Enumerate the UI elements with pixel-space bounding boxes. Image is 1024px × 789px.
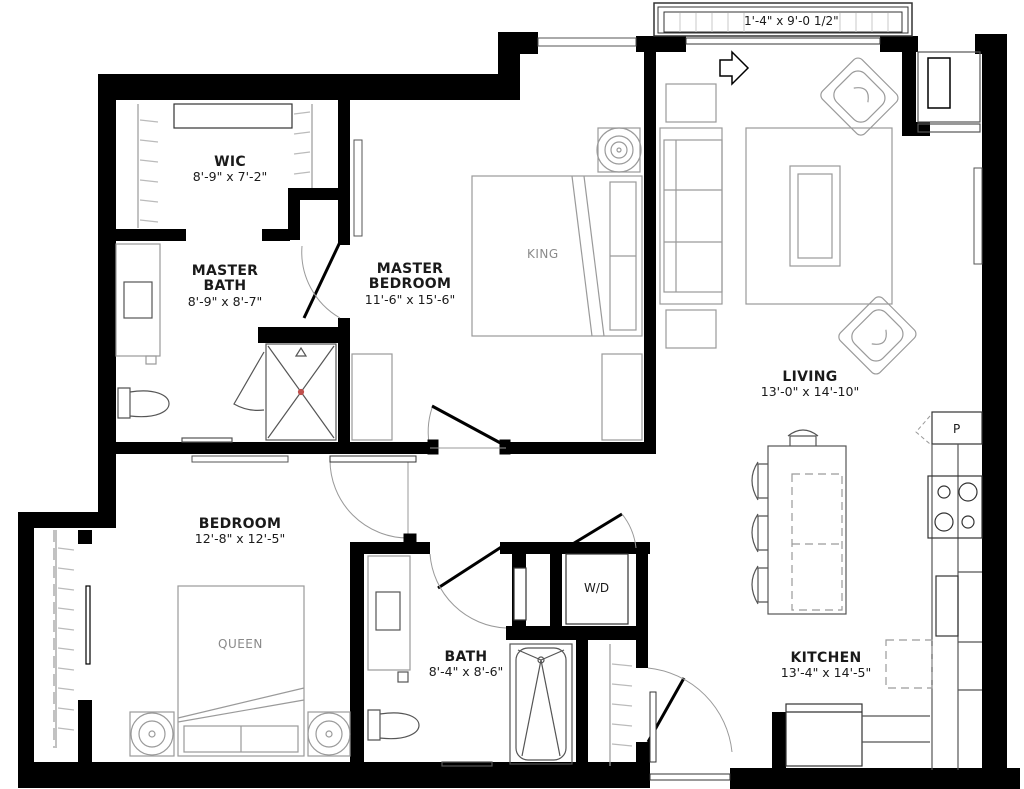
room-dims: 8'-9" x 8'-7" [187, 293, 263, 309]
bathtub-icon [515, 647, 567, 761]
wall-closet-jamb-top [78, 530, 92, 544]
room-name: MASTER [191, 263, 259, 279]
wall-shower-top [258, 327, 350, 343]
balcony [653, 2, 913, 45]
room-dims: 13'-4" x 14'-5" [780, 665, 872, 681]
furniture [53, 51, 983, 770]
wall-left-lower [18, 512, 34, 786]
pantry-label: P [953, 422, 961, 436]
wall-right [982, 34, 1007, 789]
washer-dryer [565, 553, 629, 625]
wall-top-mid [636, 36, 686, 52]
washer-dryer-label: W/D [584, 581, 610, 595]
room-label-master-bedroom: MASTER BEDROOM 11'-6" x 15'-6" [360, 261, 460, 307]
balcony-dims: 1'-4" x 9'-0 1/2" [744, 14, 839, 28]
room-dims: 13'-0" x 14'-10" [760, 384, 860, 400]
walls [18, 32, 1020, 789]
wall-left-upper [98, 74, 116, 516]
windows [191, 37, 983, 463]
fridge [785, 703, 863, 767]
wall-tub-right [576, 640, 588, 768]
wall-closet-living-left [902, 36, 916, 134]
room-name: MASTER [376, 261, 444, 277]
room-name: KITCHEN [790, 650, 862, 666]
vanity [115, 243, 161, 357]
rug [745, 127, 893, 305]
room-label-kitchen: KITCHEN 13'-4" x 14'-5" [766, 650, 886, 681]
pantry [931, 411, 983, 445]
wall-master-bottom [508, 442, 656, 454]
wall-laundry-left [550, 554, 562, 626]
wall-closet-left [288, 188, 300, 240]
shower-icon [265, 343, 337, 441]
wall-master-living [644, 36, 656, 454]
room-dims: 12'-8" x 12'-5" [194, 531, 286, 547]
wall-shower-right [338, 318, 350, 444]
room-name: BEDROOM [368, 276, 452, 293]
room-name: LIVING [782, 369, 838, 385]
room-name: BATH [203, 278, 247, 295]
sink-icon [375, 591, 401, 631]
wall-top-step-cap [498, 32, 538, 54]
sink-icon [123, 281, 153, 319]
room-dims: 11'-6" x 15'-6" [364, 291, 456, 307]
room-dims: 8'-9" x 7'-2" [192, 169, 268, 185]
wall-closet-jamb-bottom [78, 700, 92, 768]
room-label-master-bath: MASTER BATH 8'-9" x 8'-7" [170, 263, 280, 309]
range-cooktop-icon [927, 475, 983, 539]
room-dims: 8'-4" x 8'-6" [428, 664, 504, 680]
door-swing-icon [437, 542, 507, 590]
wall-kitchen-stub [772, 712, 786, 772]
wall-bath-top [350, 542, 430, 554]
door-swing-icon [565, 512, 623, 550]
wall-bottom-right [730, 768, 1020, 789]
nightstand-lamp-icon [307, 712, 351, 756]
wall-bedroom-top [18, 512, 116, 528]
wall-laundry-top [500, 542, 650, 554]
wall-wic-right [338, 100, 350, 245]
toilet-icon [367, 709, 420, 741]
wall-bath-bottom [116, 442, 430, 454]
queen-bed [177, 585, 305, 757]
room-label-bedroom: BEDROOM 12'-8" x 12'-5" [180, 516, 300, 547]
bar-stool-icon [751, 429, 819, 605]
room-name: BATH [444, 649, 488, 665]
wall-top-left [98, 74, 518, 100]
toilet-icon [117, 387, 170, 419]
room-name: BEDROOM [198, 516, 282, 532]
wall-wic-bath-right [262, 229, 290, 241]
entry-arrow-icon [719, 50, 750, 86]
wall-bottom-left [18, 762, 650, 788]
armchair-icon [820, 57, 899, 136]
armchair-icon [838, 296, 917, 375]
wall-laundry-right [636, 542, 648, 668]
wall-entry-left [636, 742, 650, 770]
sofa-icon [659, 127, 723, 305]
wall-closet-top [288, 188, 340, 200]
nightstand-lamp-icon [130, 712, 174, 756]
nightstand-lamp-icon [596, 127, 642, 173]
door-swing-icon [431, 404, 507, 448]
wall-wic-bath-left [116, 229, 186, 241]
kitchen-sink [935, 575, 959, 637]
queen-bed-label: QUEEN [218, 637, 263, 651]
room-label-living: LIVING 13'-0" x 14'-10" [750, 369, 870, 400]
room-name: WIC [214, 154, 246, 170]
wall-bath-left [350, 542, 364, 768]
wall-laundry-bottom [506, 626, 642, 640]
kitchen-island [767, 445, 847, 615]
door-swing-icon [302, 241, 342, 319]
room-label-wic: WIC 8'-9" x 7'-2" [180, 154, 280, 185]
king-bed-label: KING [527, 247, 559, 261]
king-bed [471, 175, 643, 337]
room-label-bath: BATH 8'-4" x 8'-6" [416, 649, 516, 680]
doors [301, 50, 931, 781]
